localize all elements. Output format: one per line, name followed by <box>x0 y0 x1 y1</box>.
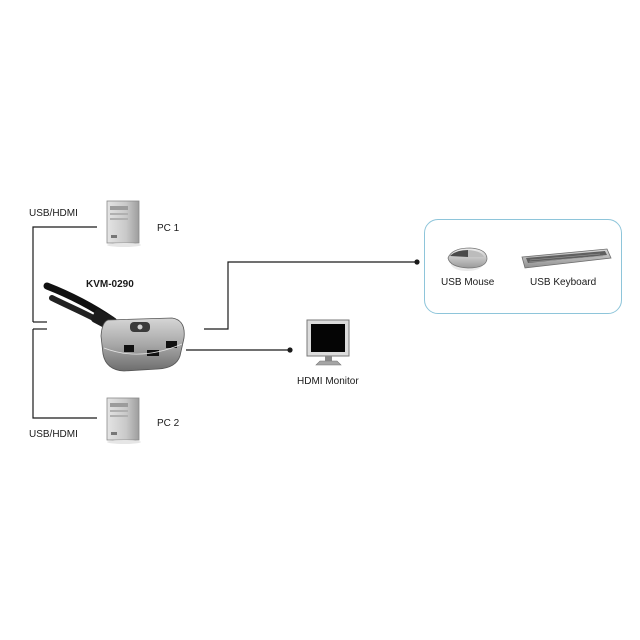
monitor-connection-dot <box>287 347 293 353</box>
pc2-connection-line <box>32 329 97 419</box>
kvm-model-label: KVM-0290 <box>86 279 134 290</box>
monitor-icon <box>306 319 350 366</box>
peripherals-box <box>424 219 622 314</box>
pc2-tower-icon <box>106 397 141 444</box>
pc1-connection-line <box>32 226 97 322</box>
pc1-tower-icon <box>106 200 141 247</box>
monitor-label: HDMI Monitor <box>297 376 359 387</box>
pc2-label: PC 2 <box>157 418 180 429</box>
peripheral-connection-dot <box>414 259 420 265</box>
connection-lines <box>32 226 417 419</box>
keyboard-icon <box>521 248 612 269</box>
kvm-switch-icon <box>43 282 185 372</box>
mouse-icon <box>447 247 488 271</box>
pc1-label: PC 1 <box>157 223 180 234</box>
pc1-connection-label: USB/HDMI <box>29 208 78 219</box>
keyboard-label: USB Keyboard <box>530 277 597 288</box>
mouse-label: USB Mouse <box>441 277 495 288</box>
pc2-connection-label: USB/HDMI <box>29 429 78 440</box>
peripheral-connection-line <box>204 261 417 330</box>
